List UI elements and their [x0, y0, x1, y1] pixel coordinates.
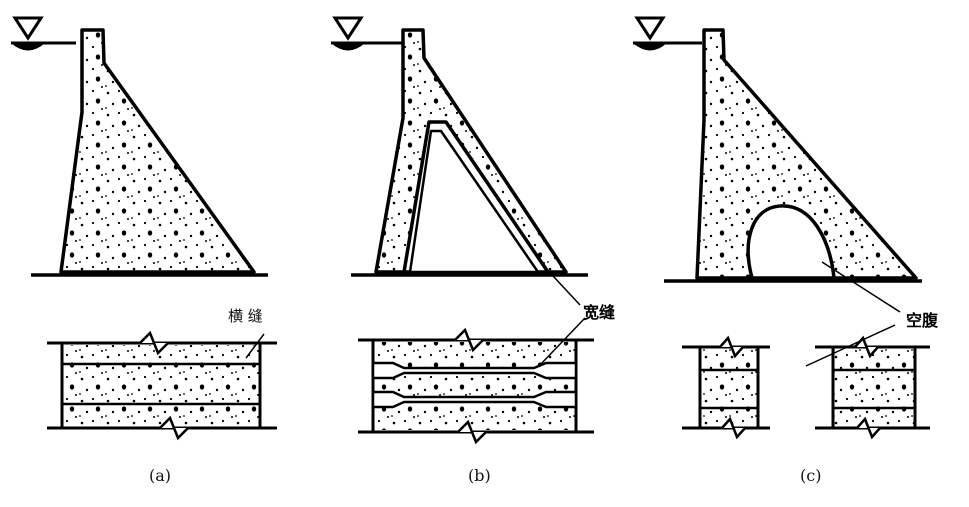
label-cavity: 空腹 [906, 311, 939, 330]
dam-a [11, 16, 277, 441]
dam-b [331, 16, 594, 445]
plan-view-b [358, 261, 594, 445]
caption-c: (c) [800, 466, 821, 485]
cavity-c [746, 204, 836, 280]
water-level-symbol-b [331, 16, 402, 51]
plan-view-a [47, 330, 277, 441]
dam-c [633, 16, 930, 440]
dam-section-c [695, 28, 918, 280]
label-transverse-joint: 横 缝 [228, 307, 263, 325]
caption-a: (a) [149, 466, 171, 485]
dam-section-a [59, 28, 256, 274]
water-level-symbol-c [633, 16, 702, 51]
plan-view-c [682, 261, 930, 440]
water-level-symbol-a [11, 16, 76, 51]
label-wide-joint: 宽缝 [583, 303, 615, 322]
caption-b: (b) [468, 466, 491, 485]
